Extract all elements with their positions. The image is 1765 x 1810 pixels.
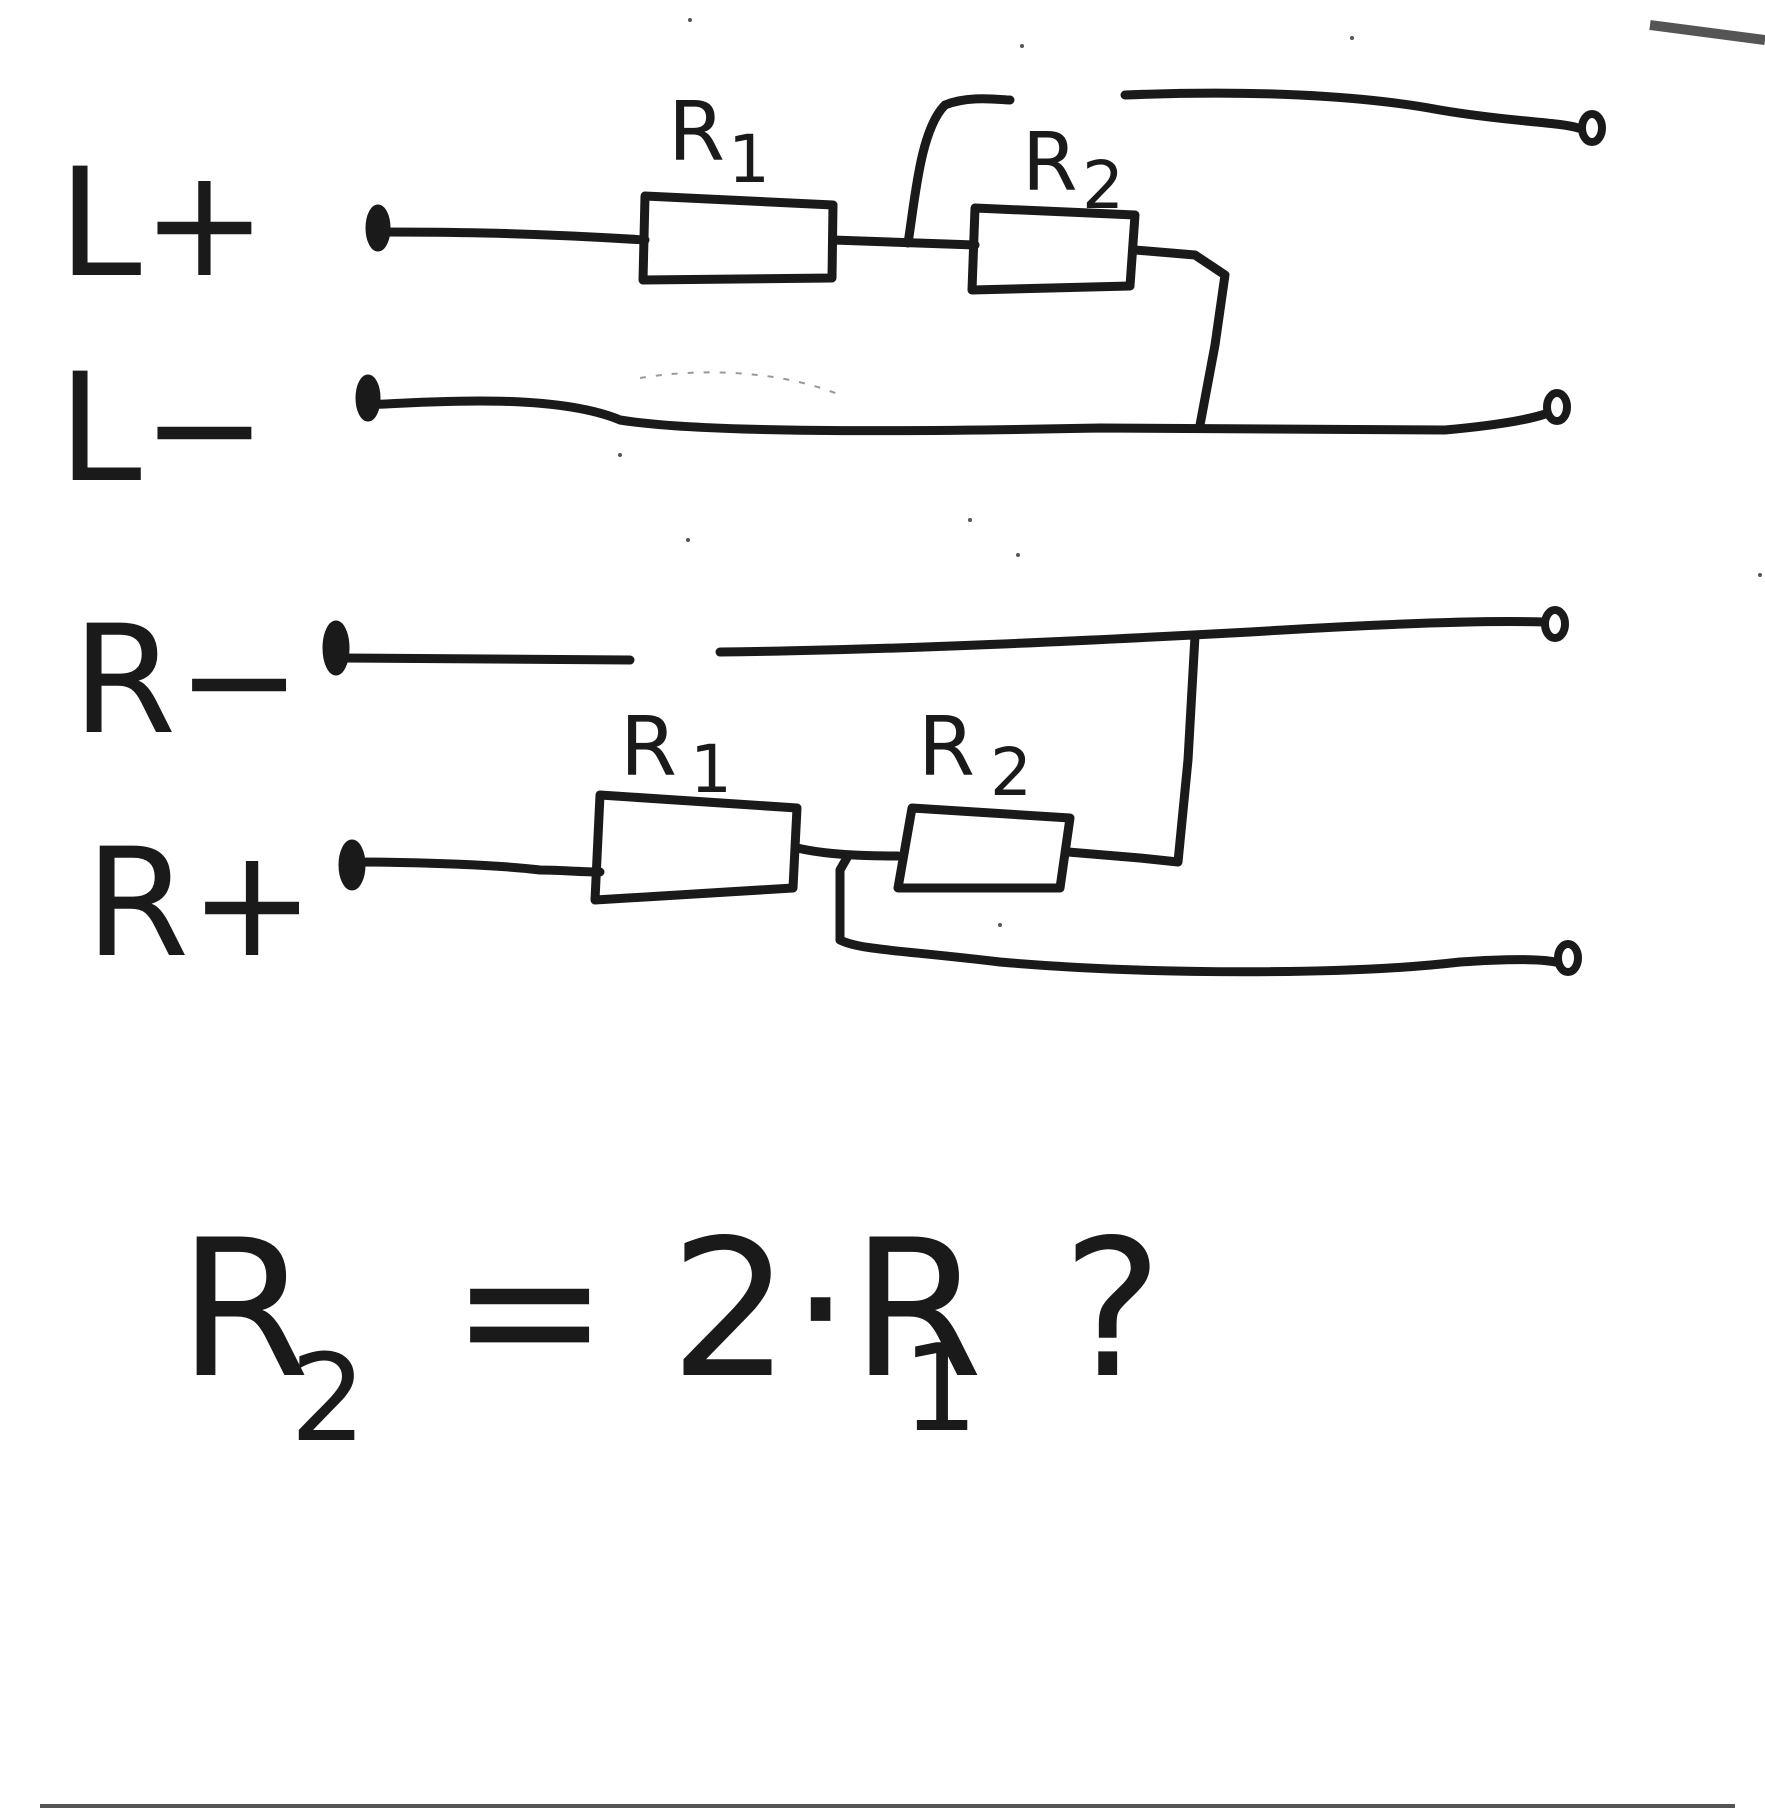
l-minus-label: L− xyxy=(58,342,267,516)
page-top-edge xyxy=(1649,20,1765,45)
bottom-r2-resistor xyxy=(893,803,1075,893)
r-plus-terminal xyxy=(338,839,366,891)
equation-question: ? xyxy=(1062,1199,1163,1420)
r-minus-label: R− xyxy=(72,594,302,768)
r-minus-terminal xyxy=(322,620,350,676)
bottom-r1-resistor xyxy=(590,790,802,905)
bottom-output-terminal-1 xyxy=(1541,606,1569,642)
top-r2-sub: 2 xyxy=(1082,147,1124,224)
l-minus-terminal xyxy=(355,374,381,422)
bottom-r2-return xyxy=(1063,631,1200,867)
top-r2-return xyxy=(1130,245,1230,430)
top-r2-label: R xyxy=(1022,116,1078,209)
scan-speck xyxy=(686,538,690,542)
bottom-r1-label: R xyxy=(620,700,677,795)
top-output-terminal-2 xyxy=(1543,389,1571,425)
r-minus-wire-right xyxy=(715,616,1550,657)
top-r1-resistor xyxy=(638,191,838,285)
bottom-r2-sub: 2 xyxy=(990,734,1032,811)
r-plus-wire xyxy=(347,857,605,877)
l-plus-wire xyxy=(373,227,650,245)
scan-speck xyxy=(1350,36,1354,40)
l-minus-wire xyxy=(363,396,1560,436)
l-plus-label: L+ xyxy=(58,137,267,311)
scan-speck xyxy=(1020,44,1024,48)
top-output-wire xyxy=(1120,88,1583,133)
r-minus-wire xyxy=(335,653,635,665)
bottom-r2-label: R xyxy=(918,700,975,795)
top-r2-resistor xyxy=(967,203,1140,295)
scan-speck xyxy=(998,923,1002,927)
bottom-output-terminal-2 xyxy=(1554,940,1582,976)
equation-rest-sub: 1 xyxy=(902,1320,978,1459)
equation-rest: = 2·R xyxy=(450,1199,983,1420)
r-plus-label: R+ xyxy=(85,817,315,991)
bottom-r1-r2-wire xyxy=(792,843,903,861)
top-r1-label: R xyxy=(668,85,725,180)
scan-speck xyxy=(618,453,622,457)
equation-lhs: R xyxy=(178,1199,310,1420)
top-r1-sub: 1 xyxy=(728,121,770,198)
top-output-terminal-1 xyxy=(1578,110,1606,146)
top-output-branch xyxy=(903,94,1015,248)
scan-speck xyxy=(1016,553,1020,557)
l-plus-terminal xyxy=(365,204,391,252)
scan-speck xyxy=(1758,573,1762,577)
faint-smudge xyxy=(639,371,841,396)
bottom-r1-sub: 1 xyxy=(690,731,732,808)
scan-speck xyxy=(968,518,972,522)
bottom-output-branch xyxy=(835,851,1560,977)
scan-speck xyxy=(688,18,692,22)
equation-lhs-sub: 2 xyxy=(290,1330,366,1469)
